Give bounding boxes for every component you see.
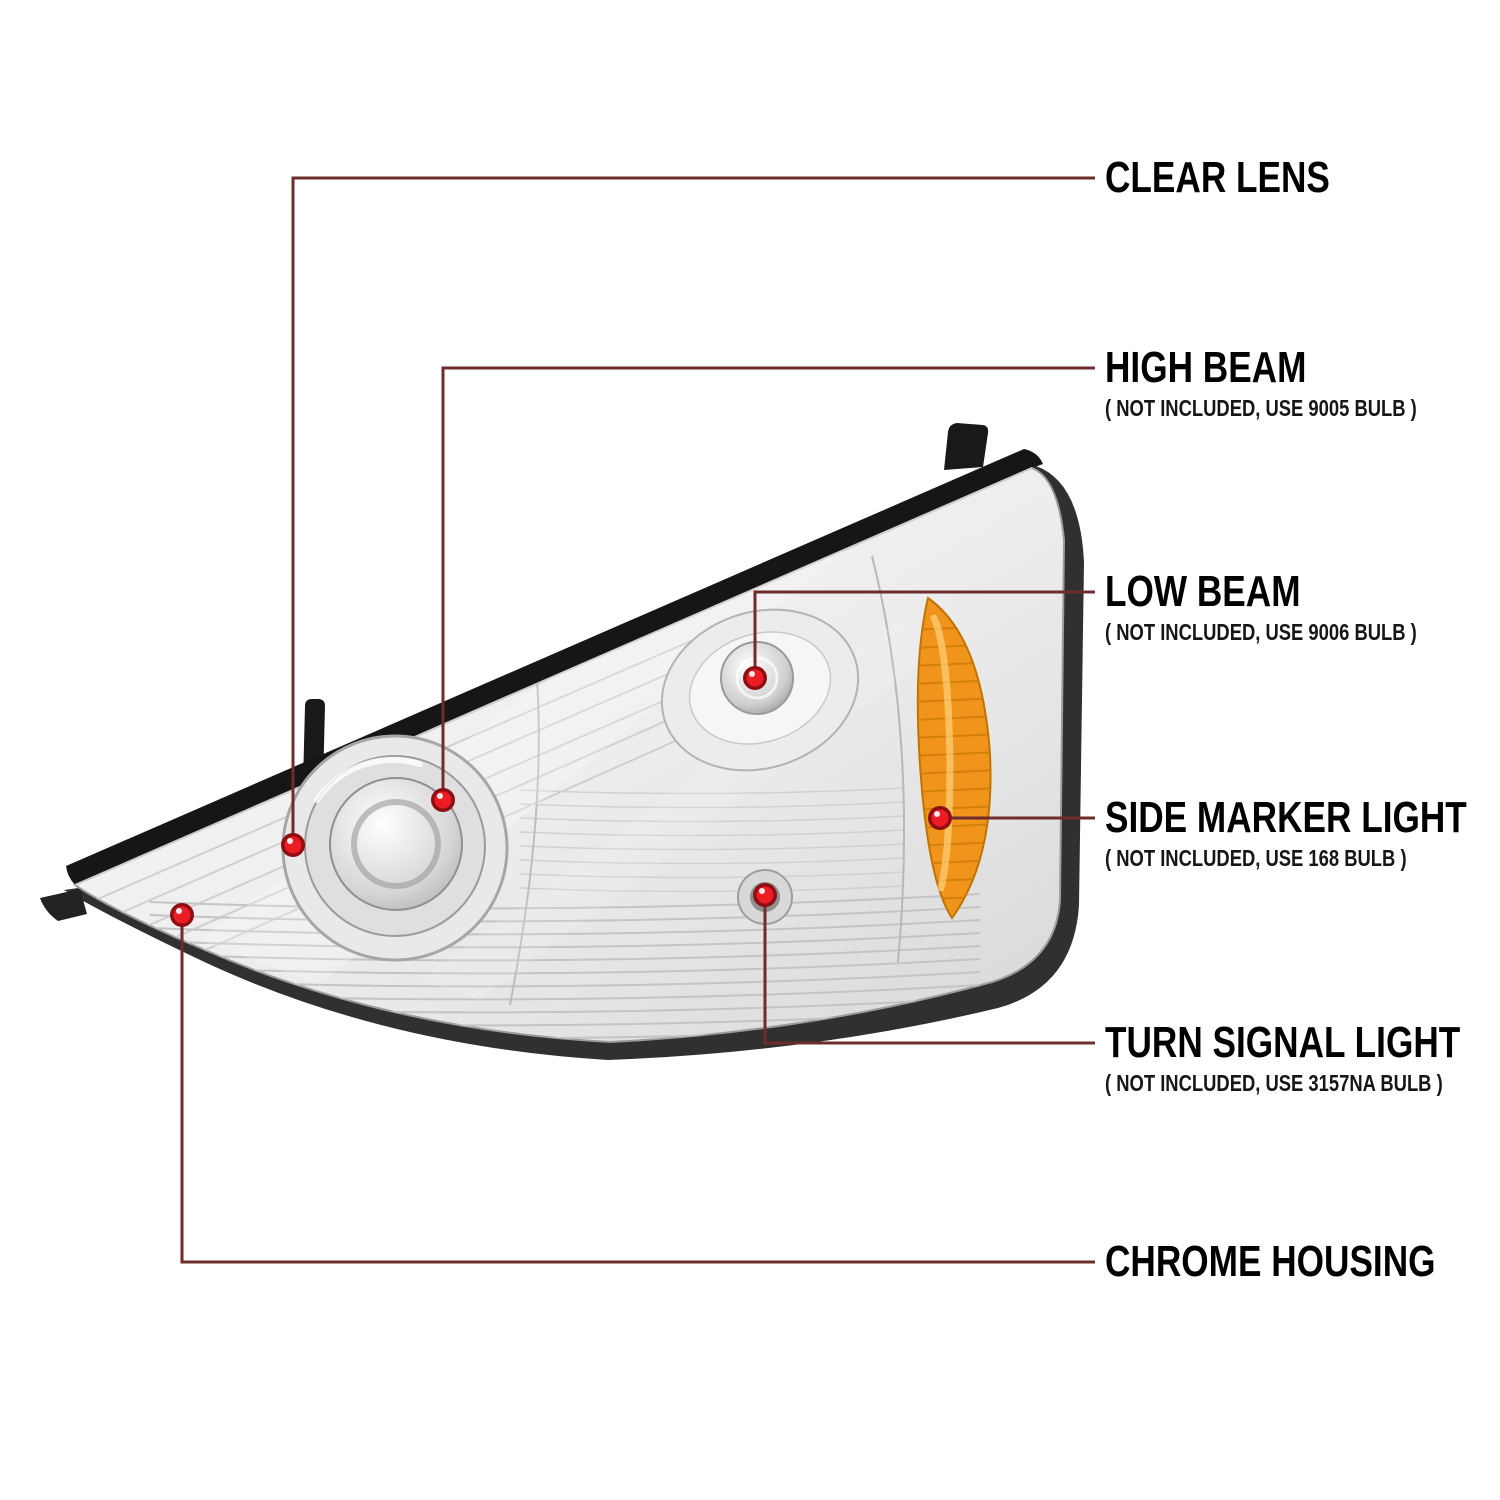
callout-dot-turn-signal (753, 883, 777, 907)
callout-lines (180, 176, 1095, 1264)
label-side-marker-light: SIDE MARKER LIGHT ( NOT INCLUDED, USE 16… (1105, 796, 1500, 871)
label-turn-signal-light: TURN SIGNAL LIGHT ( NOT INCLUDED, USE 31… (1105, 1021, 1500, 1096)
mounting-bracket-left (40, 889, 87, 921)
callout-dot-chrome-housing (170, 903, 194, 927)
mounting-tab-right (944, 423, 989, 470)
label-title: HIGH BEAM (1105, 343, 1307, 392)
callout-dot-high-beam (431, 788, 455, 812)
label-clear-lens: CLEAR LENS (1105, 156, 1386, 200)
amber-side-marker (916, 596, 992, 920)
callout-line-clear-lens (291, 176, 1095, 845)
middle-rib-lines (519, 787, 906, 893)
label-subtitle-text: ( NOT INCLUDED, USE 168 BULB ) (1105, 845, 1407, 871)
label-subtitle-text: ( NOT INCLUDED, USE 9005 BULB ) (1105, 395, 1417, 421)
label-low-beam: LOW BEAM ( NOT INCLUDED, USE 9006 BULB ) (1105, 570, 1495, 645)
callout-dot-clear-lens (281, 833, 305, 857)
label-title: CHROME HOUSING (1105, 1237, 1436, 1286)
label-title: CLEAR LENS (1105, 153, 1330, 202)
callout-line-chrome-housing (180, 915, 1095, 1264)
label-subtitle: ( NOT INCLUDED, USE 168 BULB ) (1105, 847, 1500, 871)
label-title: TURN SIGNAL LIGHT (1105, 1018, 1461, 1067)
lens-top-chrome-edge (74, 467, 1033, 886)
label-title: LOW BEAM (1105, 567, 1301, 616)
label-subtitle-text: ( NOT INCLUDED, USE 9006 BULB ) (1105, 619, 1417, 645)
callout-line-high-beam (441, 366, 1095, 800)
callout-dot-side-marker (928, 806, 952, 830)
callout-line-low-beam (753, 590, 1095, 678)
label-high-beam: HIGH BEAM ( NOT INCLUDED, USE 9005 BULB … (1105, 346, 1495, 421)
callout-dots (170, 666, 952, 927)
callout-line-turn-signal (763, 895, 1095, 1045)
label-subtitle: ( NOT INCLUDED, USE 9005 BULB ) (1105, 397, 1495, 421)
callout-dot-low-beam (743, 666, 767, 690)
label-title: SIDE MARKER LIGHT (1105, 793, 1467, 842)
label-subtitle-text: ( NOT INCLUDED, USE 3157NA BULB ) (1105, 1070, 1443, 1096)
label-chrome-housing: CHROME HOUSING (1105, 1240, 1500, 1284)
projector-lens (281, 734, 509, 962)
label-subtitle: ( NOT INCLUDED, USE 3157NA BULB ) (1105, 1072, 1500, 1096)
label-subtitle: ( NOT INCLUDED, USE 9006 BULB ) (1105, 621, 1495, 645)
